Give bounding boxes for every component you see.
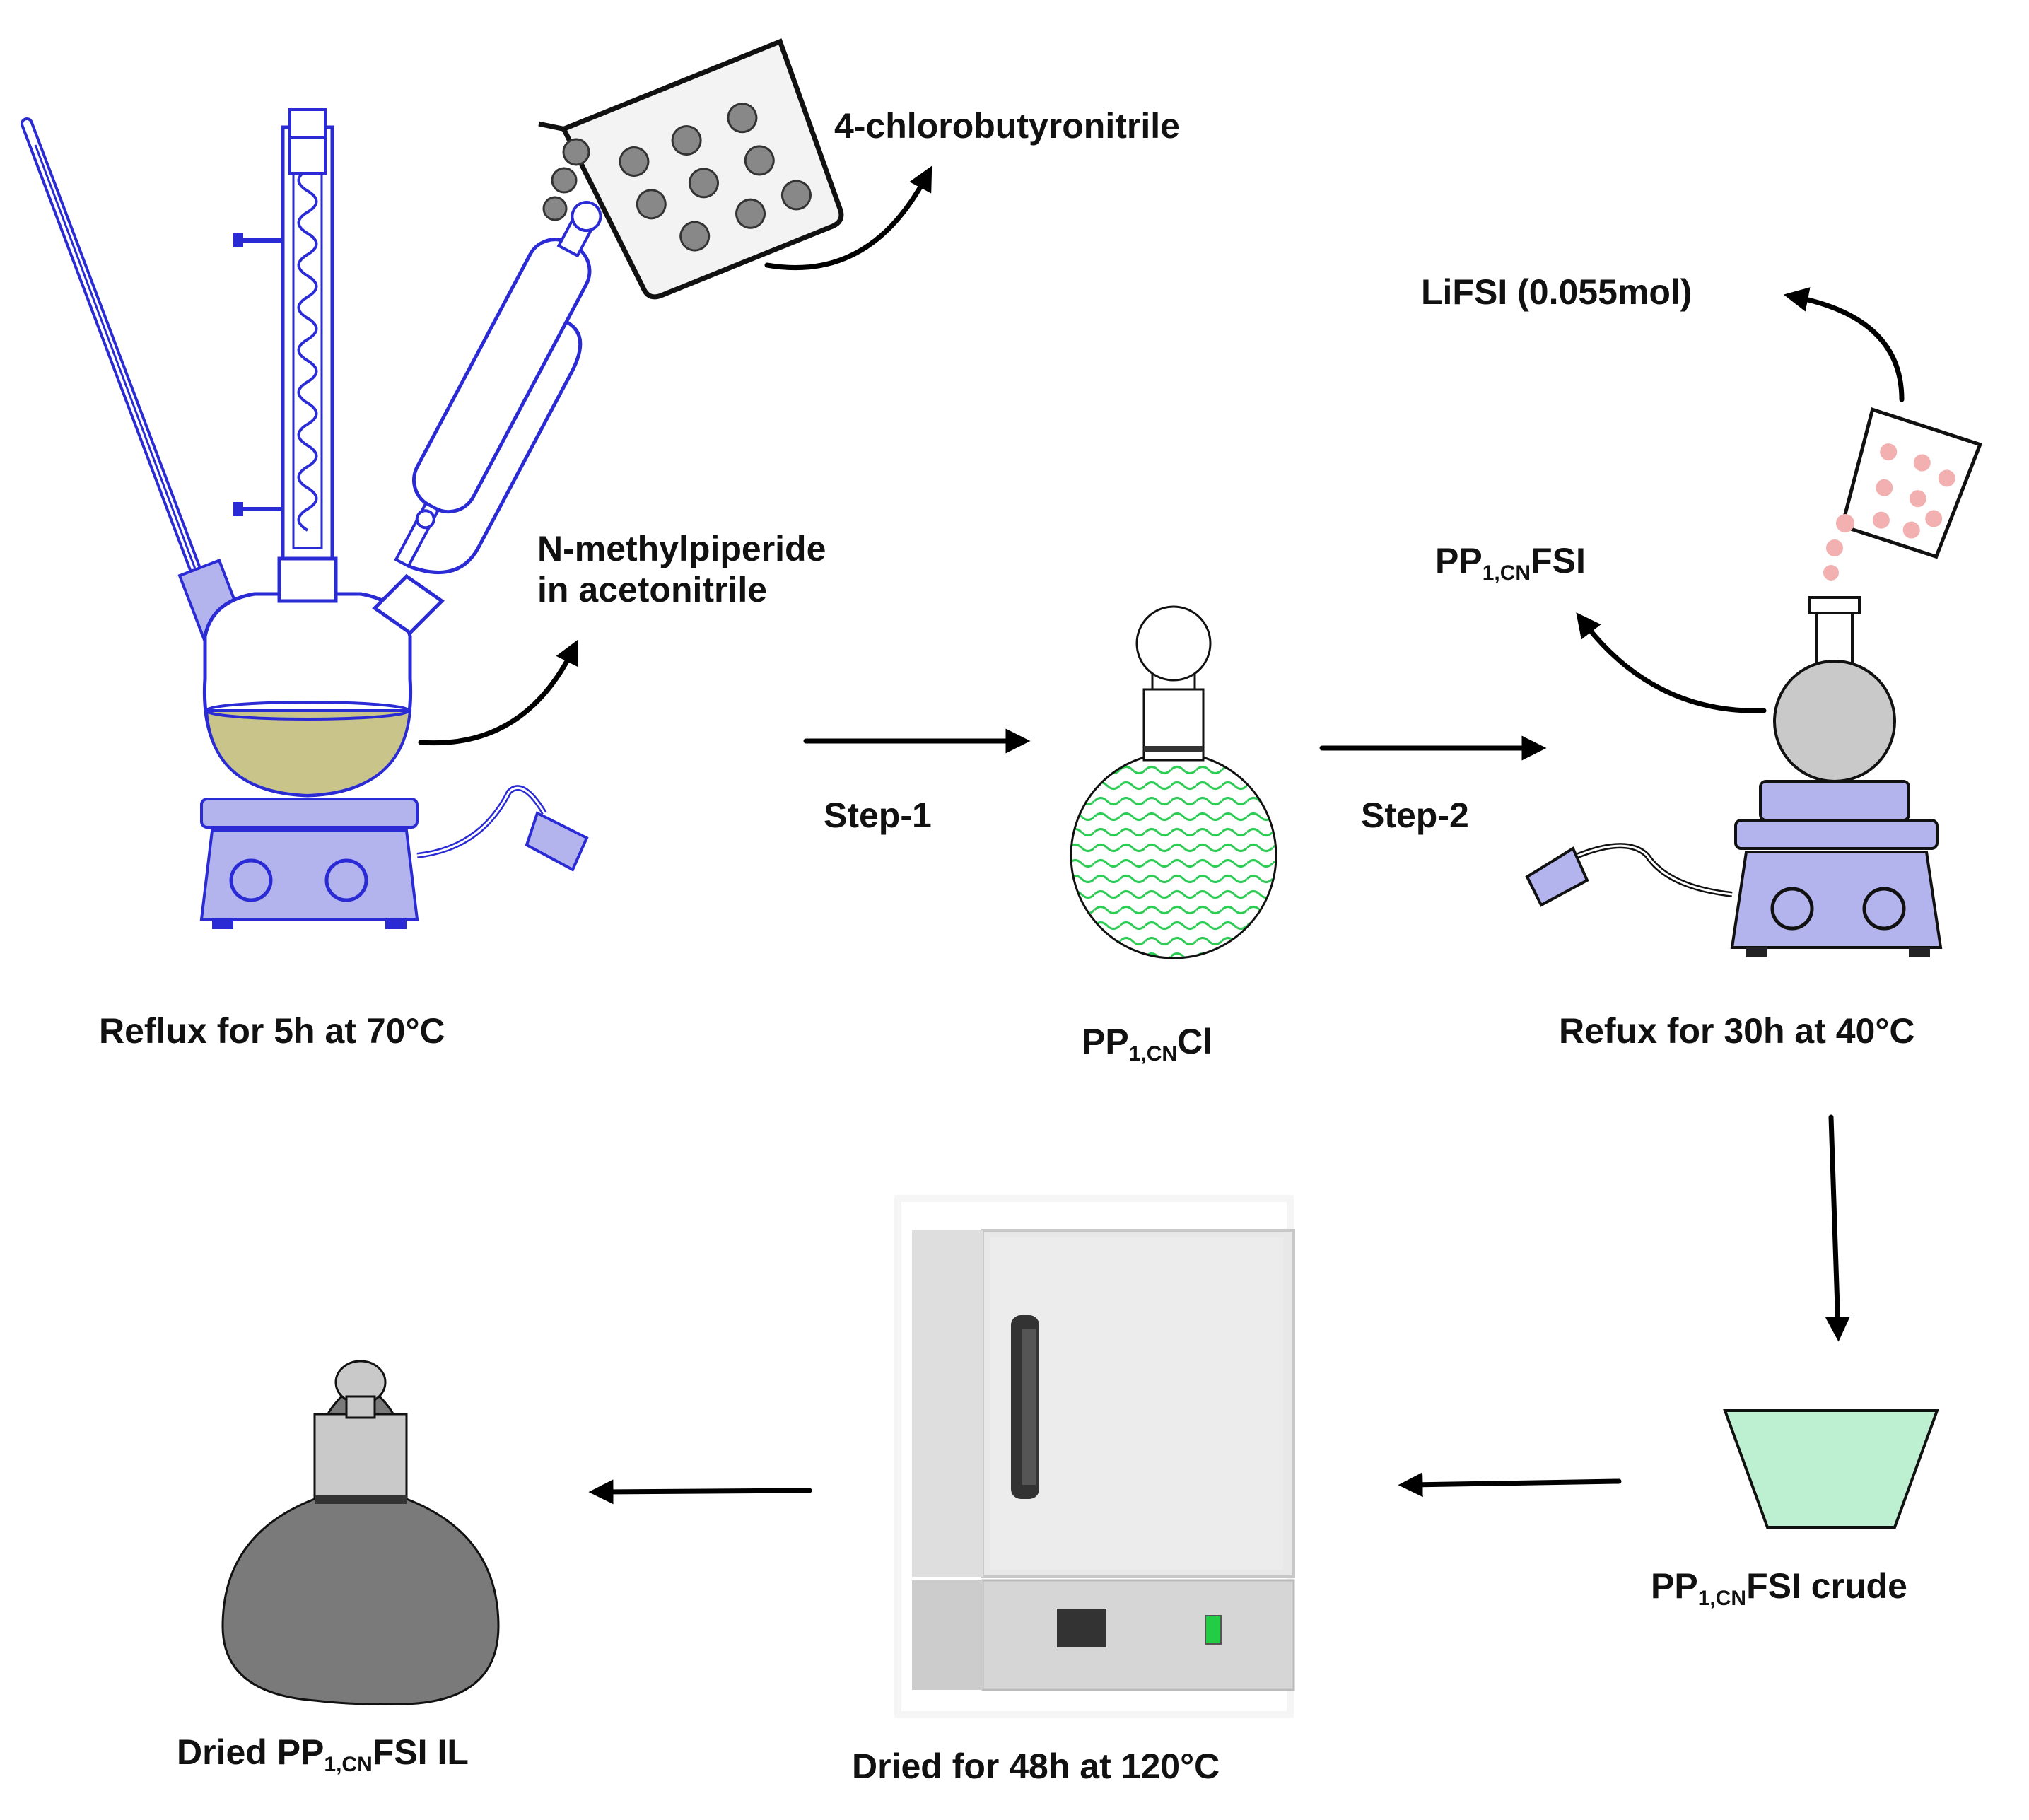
dropping-funnel-icon	[394, 201, 602, 575]
label-4-chlorobutyronitrile: 4-chlorobutyronitrile	[834, 106, 1180, 146]
label-lifsi: LiFSI (0.055mol)	[1421, 272, 1692, 312]
arrow-down-crude	[1825, 1114, 1850, 1342]
label-pp-fsi-crude-sub: 1,CN	[1697, 1587, 1747, 1610]
label-pp-cl-main: PP	[1082, 1022, 1129, 1061]
falling-pink-pellets-icon	[1823, 514, 1854, 581]
oven-icon	[894, 1195, 1295, 1718]
label-dried-il-tail: FSI IL	[372, 1732, 469, 1772]
arrow-n-methylpiperide	[418, 639, 578, 746]
label-n-methylpiperide-line1: N-methylpiperide	[537, 529, 826, 568]
dried-il-flask-icon	[221, 1360, 500, 1705]
arrow-lifsi	[1783, 287, 1905, 402]
arrow-pp-fsi	[1576, 612, 1767, 713]
label-reflux-30h: Refux for 30h at 40°C	[1559, 1011, 1915, 1051]
label-reflux-5h: Reflux for 5h at 70°C	[99, 1011, 445, 1051]
pellet-beaker-icon	[538, 38, 844, 300]
falling-pellets-icon	[542, 138, 590, 221]
arrow-crude-oven	[1398, 1472, 1622, 1498]
arrows	[418, 165, 1905, 1505]
label-dried-48h: Dried for 48h at 120°C	[852, 1746, 1220, 1786]
round-flask-icon	[1773, 596, 1896, 783]
small-pellet-beaker-icon	[1840, 407, 1983, 559]
stirrer-hotplate-icon	[199, 785, 589, 929]
label-pp-fsi-crude-tail: FSI crude	[1746, 1566, 1907, 1606]
label-pp-fsi-crude: PP1,CNFSI crude	[1651, 1566, 1907, 1611]
label-pp-cl: PP1,CNCl	[1082, 1022, 1212, 1067]
label-dried-il-sub: 1,CN	[324, 1753, 373, 1776]
pp-cl-flask-icon	[1070, 605, 1277, 959]
label-pp-fsi-main: PP	[1435, 541, 1483, 581]
label-dried-il-pre: Dried PP	[177, 1732, 324, 1772]
label-dried-il: Dried PP1,CNFSI IL	[177, 1732, 469, 1778]
condenser-icon	[233, 108, 334, 561]
label-pp-cl-tail: Cl	[1177, 1022, 1213, 1061]
label-step-2: Step-2	[1361, 795, 1469, 835]
arrow-chlorobutyronitrile	[764, 165, 932, 270]
label-pp-fsi-crude-main: PP	[1651, 1566, 1698, 1606]
label-pp-fsi-sub: 1,CN	[1482, 561, 1531, 585]
label-step-1: Step-1	[824, 795, 932, 835]
three-neck-flask-icon	[202, 556, 445, 798]
crude-bowl-icon	[1723, 1409, 1939, 1529]
label-pp-fsi: PP1,CNFSI	[1435, 541, 1586, 586]
label-pp-fsi-tail: FSI	[1531, 541, 1586, 581]
arrow-oven-il	[588, 1479, 812, 1505]
label-n-methylpiperide-line2: in acetonitrile	[537, 569, 768, 609]
label-pp-cl-sub: 1,CN	[1128, 1042, 1178, 1066]
label-n-methylpiperide: N-methylpiperide in acetonitrile	[537, 529, 826, 610]
reflux-apparatus	[21, 108, 602, 929]
stirrer-hotplate-right-icon	[1525, 780, 1943, 957]
